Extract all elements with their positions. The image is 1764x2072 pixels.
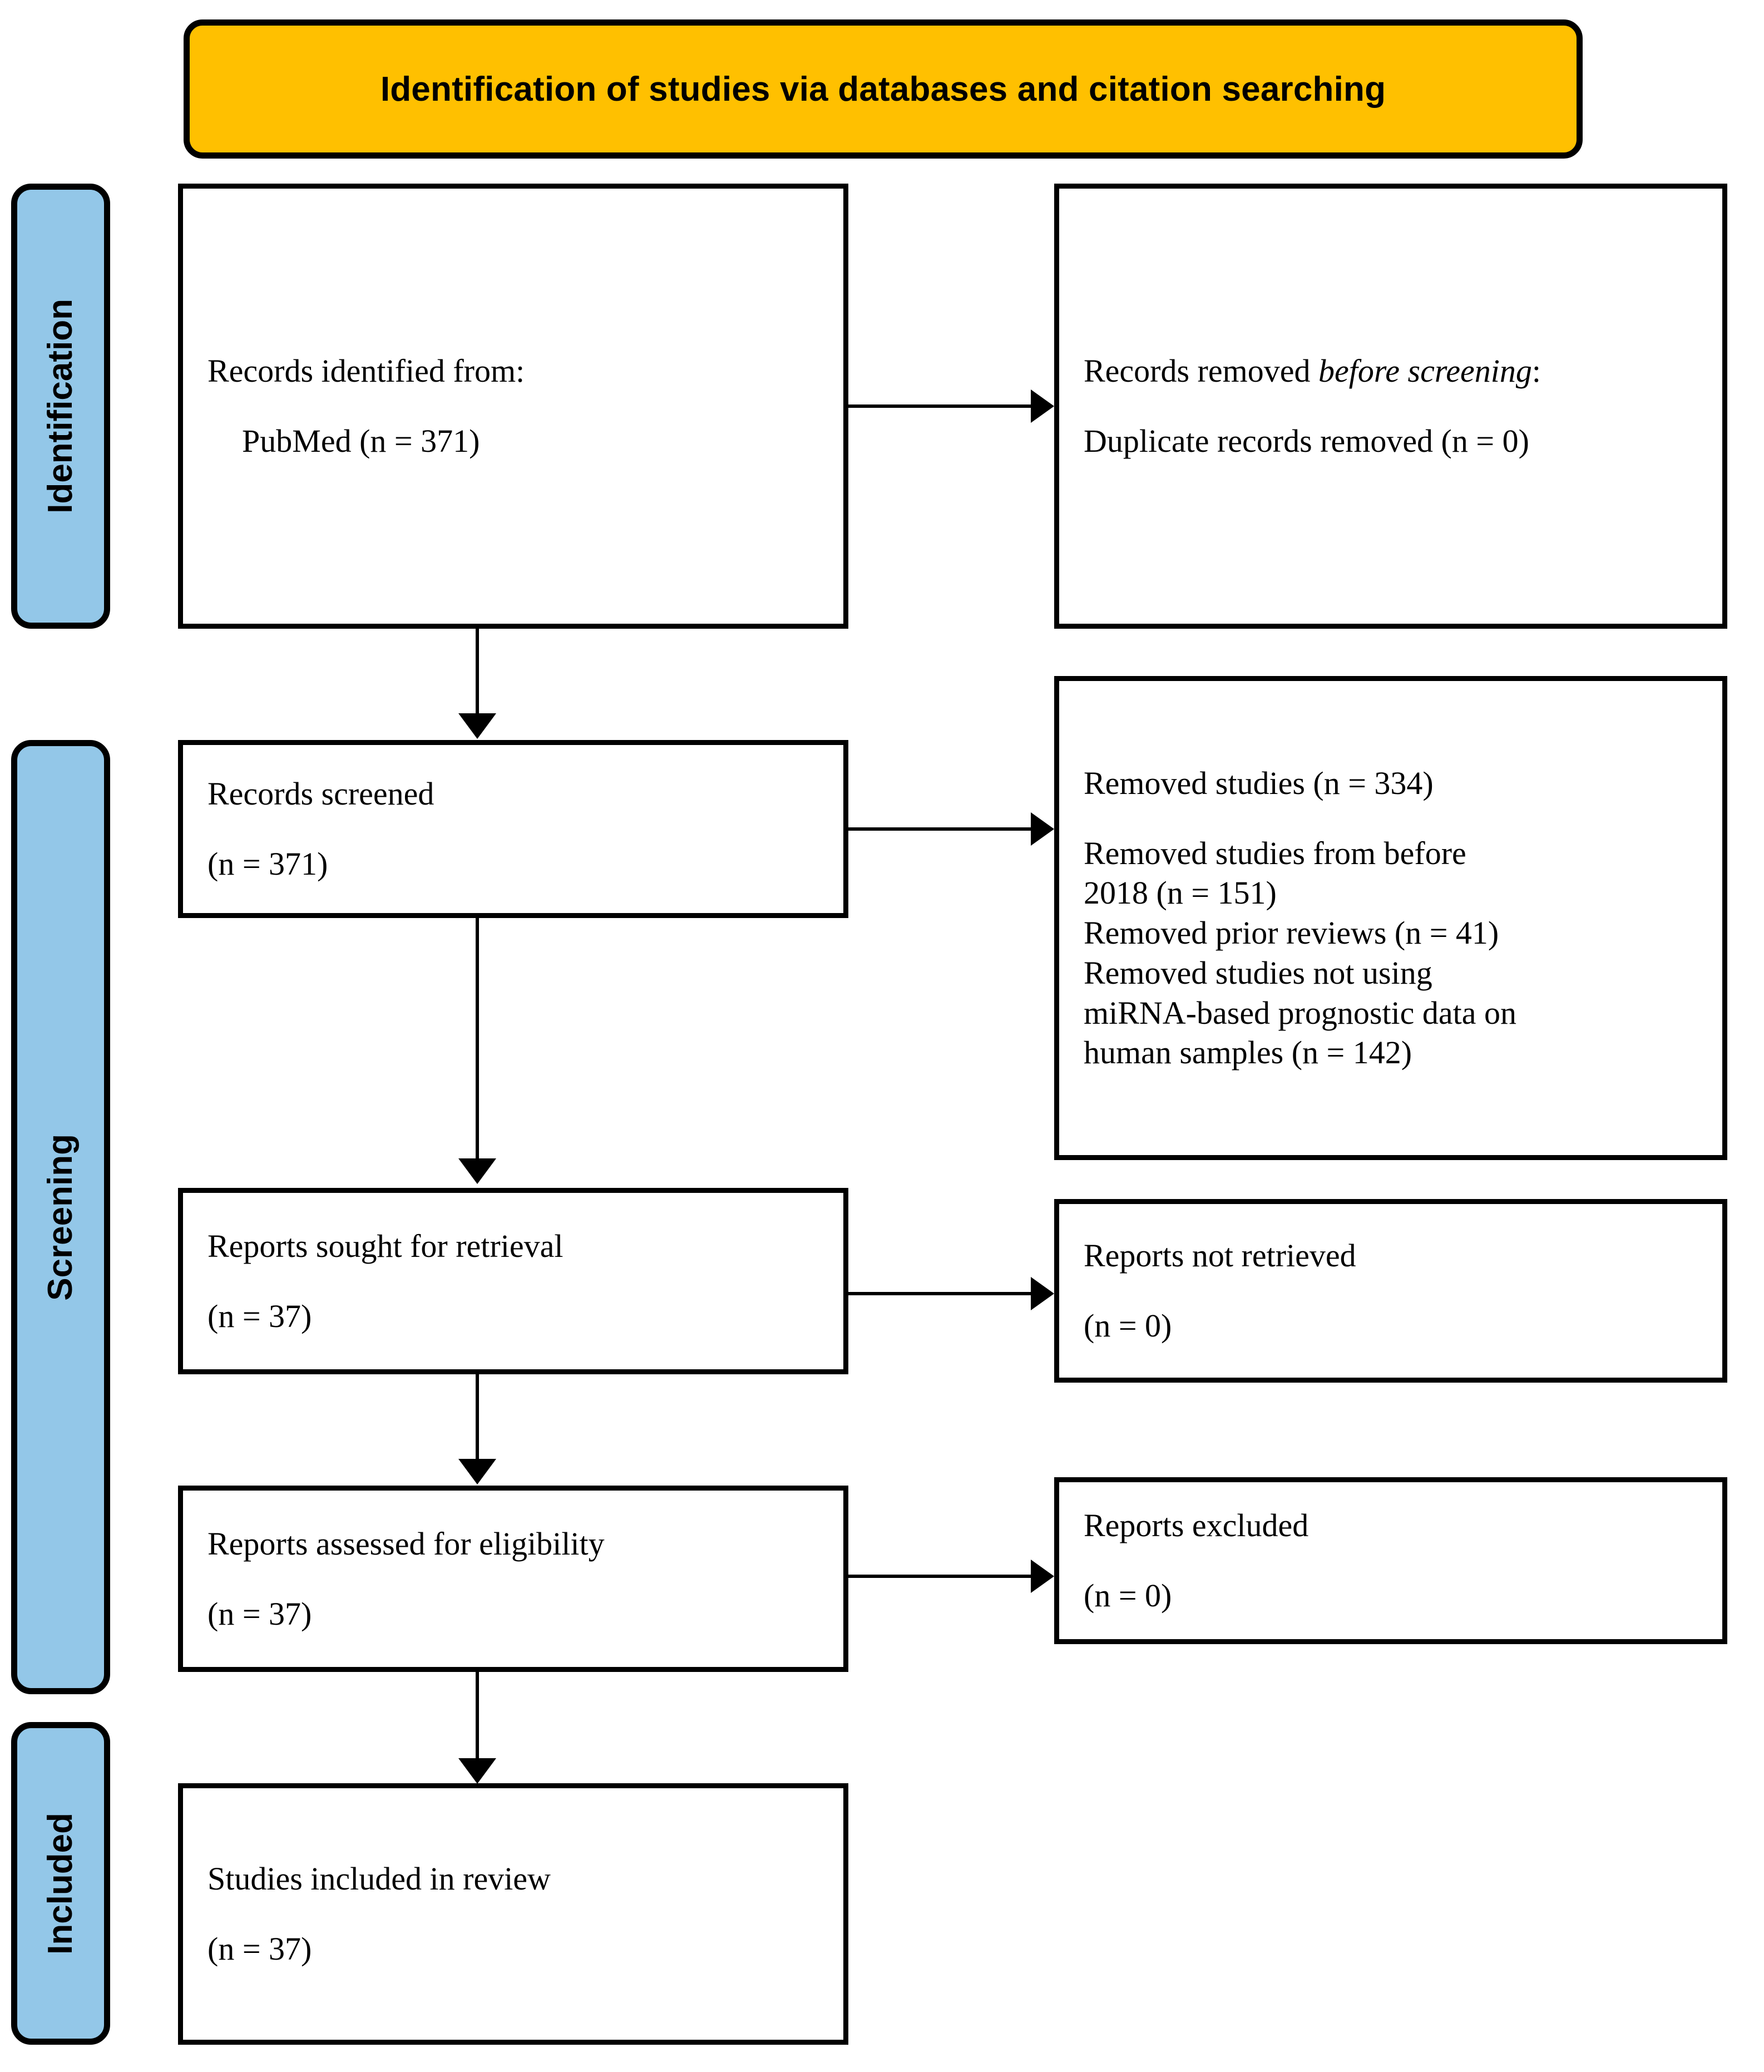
arrowhead-sought-to-assessed [458,1459,496,1484]
stage-label-included-text: Included [41,1812,80,1955]
records-removed-suffix: : [1531,353,1541,389]
reports-assessed-line1: Reports assessed for eligibility [207,1525,605,1562]
connector-line-identified-to-screened [476,629,479,715]
arrowhead-identified-to-screened [458,713,496,739]
stage-label-included: Included [11,1722,110,2045]
box-removed-studies: Removed studies (n = 334) Removed studie… [1054,676,1727,1160]
records-screened-line1: Records screened [207,776,434,812]
reports-assessed-line2: (n = 37) [207,1595,312,1632]
removed-studies-line5: Removed studies not using [1084,954,1432,991]
arrowhead-screened-to-sought [458,1158,496,1184]
connector-line-assessed-to-included [476,1672,479,1760]
records-removed-line2: Duplicate records removed (n = 0) [1084,423,1529,459]
diagram-header-banner: Identification of studies via databases … [184,19,1583,159]
stage-label-screening-text: Screening [41,1133,80,1301]
records-identified-line2: PubMed (n = 371) [242,423,480,459]
reports-excluded-line2: (n = 0) [1084,1577,1172,1614]
records-screened-line2: (n = 371) [207,846,328,882]
reports-not-retrieved-line2: (n = 0) [1084,1308,1172,1344]
arrowhead-assessed-to-included [458,1758,496,1784]
box-records-screened: Records screened (n = 371) [178,740,848,918]
connector-line-assessed-to-excluded [848,1575,1032,1578]
removed-studies-line6: miRNA-based prognostic data on [1084,994,1517,1031]
removed-studies-line2: Removed studies from before [1084,835,1466,871]
connector-line-screened-to-sought [476,918,479,1160]
box-records-identified: Records identified from: PubMed (n = 371… [178,184,848,629]
connector-line-identified-to-removed [848,404,1032,408]
stage-label-identification: Identification [11,184,110,629]
records-removed-emphasis: before screening [1318,353,1532,389]
removed-studies-line4: Removed prior reviews (n = 41) [1084,915,1499,951]
box-records-removed: Records removed before screening: Duplic… [1054,184,1727,629]
records-identified-line1: Records identified from: [207,353,525,389]
arrowhead-sought-to-not-retrieved [1031,1277,1054,1310]
box-reports-excluded: Reports excluded (n = 0) [1054,1477,1727,1644]
studies-included-line2: (n = 37) [207,1931,312,1967]
box-reports-sought: Reports sought for retrieval (n = 37) [178,1188,848,1374]
stage-label-identification-text: Identification [41,299,80,514]
reports-sought-line2: (n = 37) [207,1298,312,1334]
studies-included-line1: Studies included in review [207,1861,551,1897]
removed-studies-line7: human samples (n = 142) [1084,1034,1412,1071]
stage-label-screening: Screening [11,740,110,1694]
reports-sought-line1: Reports sought for retrieval [207,1227,564,1264]
box-reports-not-retrieved: Reports not retrieved (n = 0) [1054,1199,1727,1383]
connector-line-screened-to-removed-studies [848,827,1032,831]
removed-studies-line1: Removed studies (n = 334) [1084,764,1434,801]
removed-studies-line3: 2018 (n = 151) [1084,875,1277,911]
arrowhead-assessed-to-excluded [1031,1560,1054,1593]
reports-excluded-line1: Reports excluded [1084,1507,1309,1544]
arrowhead-identified-to-removed [1031,389,1054,423]
box-studies-included: Studies included in review (n = 37) [178,1783,848,2045]
records-removed-prefix: Records removed [1084,353,1318,389]
box-reports-assessed: Reports assessed for eligibility (n = 37… [178,1486,848,1672]
connector-line-sought-to-assessed [476,1374,479,1461]
page-title: Identification of studies via databases … [380,70,1386,108]
reports-not-retrieved-line1: Reports not retrieved [1084,1237,1356,1274]
connector-line-sought-to-not-retrieved [848,1292,1032,1295]
records-removed-line1: Records removed before screening: [1084,353,1698,389]
arrowhead-screened-to-removed-studies [1031,812,1054,846]
